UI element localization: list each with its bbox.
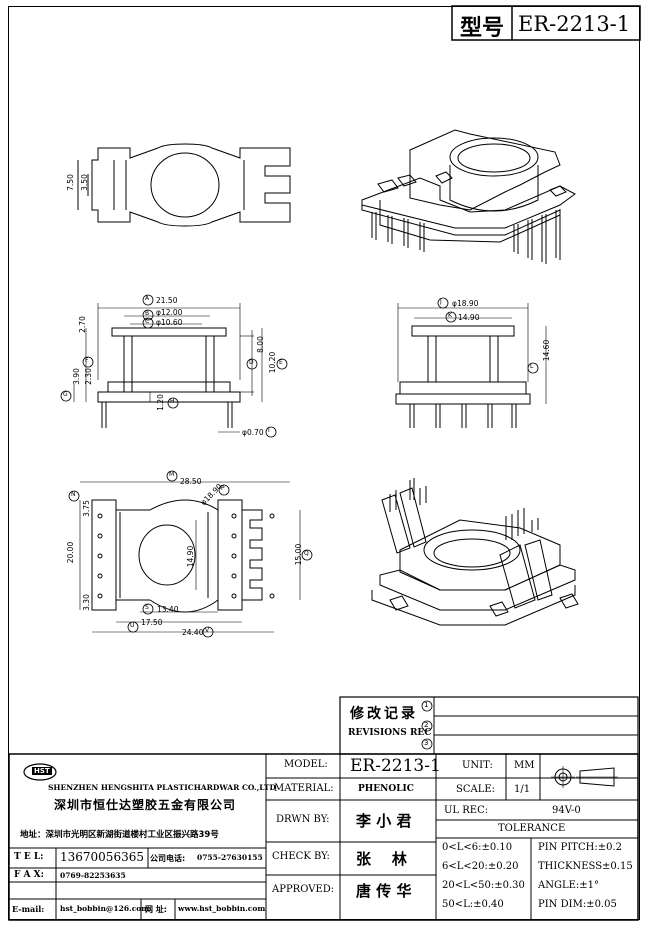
dim-j: φ18.90 <box>452 299 479 308</box>
dim-i: φ0.70 <box>242 428 264 437</box>
dim-s: 13.40 <box>157 605 179 614</box>
revision-mark-1: 1 <box>424 701 429 709</box>
tolerance-label: TOLERANCE <box>498 823 566 834</box>
fax-label: F A X: <box>14 870 44 880</box>
web-value: www.hst_bobbin.com <box>178 904 266 913</box>
phone-label: 公司电话: <box>150 854 186 863</box>
dim-v: 24.40 <box>182 628 204 637</box>
company-name-en: SHENZHEN HENGSHITA PLASTICHARDWAR CO.,LT… <box>48 783 276 792</box>
dim-m: 28.50 <box>180 477 202 486</box>
unit-label: UNIT: <box>462 760 493 771</box>
web-label: 网 址: <box>145 905 167 914</box>
front-view <box>73 303 263 433</box>
revision-mark-2: 2 <box>424 721 429 729</box>
dim-a-label: A <box>145 295 150 302</box>
header-type-label: 型号 <box>460 16 505 41</box>
top-view <box>77 143 291 227</box>
dim-u: 17.50 <box>141 618 163 627</box>
dim-p-label: P <box>221 485 225 492</box>
technical-drawing <box>60 129 579 638</box>
dim-l-label: L <box>530 363 534 370</box>
company-address: 地址：深圳市光明区新湖街道楼村工业区振兴路39号 <box>20 830 219 840</box>
phone-value: 0755-27630155 <box>197 853 263 862</box>
dim-a: 21.50 <box>156 296 178 305</box>
material-value: PHENOLIC <box>358 784 414 794</box>
header-model-box <box>451 5 641 41</box>
dimension-markers <box>60 294 539 638</box>
pin-row-3: ANGLE:±1° <box>538 880 600 891</box>
pin-row-4: PIN DIM:±0.05 <box>538 899 617 910</box>
dim-v-label: V <box>205 627 210 634</box>
approved-label: APPROVED: <box>272 884 335 895</box>
dim-s-label: S <box>145 604 149 611</box>
drawn-label: DRWN BY: <box>276 814 330 825</box>
dim-h-label: H <box>170 398 175 405</box>
revision-mark-3: 3 <box>424 739 429 747</box>
dim-c: φ10.60 <box>156 318 183 327</box>
isometric-view-top <box>361 129 576 264</box>
dim-c-label: C <box>145 318 150 325</box>
company-logo: HST <box>32 767 52 775</box>
revisions-subtitle: REVISIONS REC <box>348 728 432 738</box>
unit-value: MM <box>514 760 535 771</box>
drawn-value: 李 小 君 <box>356 812 412 830</box>
tolerance-row-2: 6<L<20:±0.20 <box>442 861 519 872</box>
side-view <box>395 303 547 428</box>
dim-b-label: B <box>145 310 150 317</box>
revisions-title: 修改记录 <box>350 706 418 722</box>
dim-n-label: N <box>71 491 76 498</box>
ul-label: UL REC: <box>444 805 489 816</box>
dim-e-label: E <box>279 359 283 366</box>
check-value: 张 林 <box>356 850 407 868</box>
ul-value: 94V-0 <box>552 805 581 816</box>
dim-i-label: I <box>268 427 270 434</box>
dim-d-label: D <box>249 359 254 366</box>
pin-row-2: THICKNESS±0.15 <box>538 861 633 872</box>
dim-f-label: F <box>85 357 89 364</box>
tolerance-row-4: 50<L:±0.40 <box>442 899 504 910</box>
fax-value: 0769-82253635 <box>60 871 126 880</box>
bottom-view <box>79 481 301 633</box>
tel-value: 13670056365 <box>60 850 144 864</box>
scale-value: 1/1 <box>514 784 531 795</box>
check-label: CHECK BY: <box>272 851 330 862</box>
email-value: hst_bobbin@126.com <box>60 904 150 913</box>
dim-g-label: G <box>63 391 68 398</box>
scale-label: SCALE: <box>456 784 496 795</box>
model-label: MODEL: <box>284 759 328 770</box>
tel-label: T E L: <box>14 852 44 862</box>
dim-u-label: U <box>130 622 135 629</box>
approved-value: 唐 传 华 <box>356 882 412 900</box>
dim-b: φ12.00 <box>156 308 183 317</box>
material-label: MATERIAL: <box>274 783 334 794</box>
dim-m-label: M <box>169 471 175 478</box>
pin-row-1: PIN PITCH:±0.2 <box>538 842 622 853</box>
model-value: ER-2213-1 <box>350 756 441 776</box>
email-label: E-mail: <box>12 904 45 914</box>
tolerance-row-1: 0<L<6:±0.10 <box>442 842 513 853</box>
dim-q-label: Q <box>304 550 309 557</box>
tolerance-row-3: 20<L<50:±0.30 <box>442 880 525 891</box>
company-name-cn: 深圳市恒仕达塑胶五金有限公司 <box>54 798 237 812</box>
isometric-view-bottom <box>371 478 579 626</box>
dim-j-label: J <box>440 298 442 305</box>
dim-k: 14.90 <box>458 313 480 322</box>
dim-k-label: K <box>448 312 452 319</box>
header-model-code: ER-2213-1 <box>518 12 631 36</box>
